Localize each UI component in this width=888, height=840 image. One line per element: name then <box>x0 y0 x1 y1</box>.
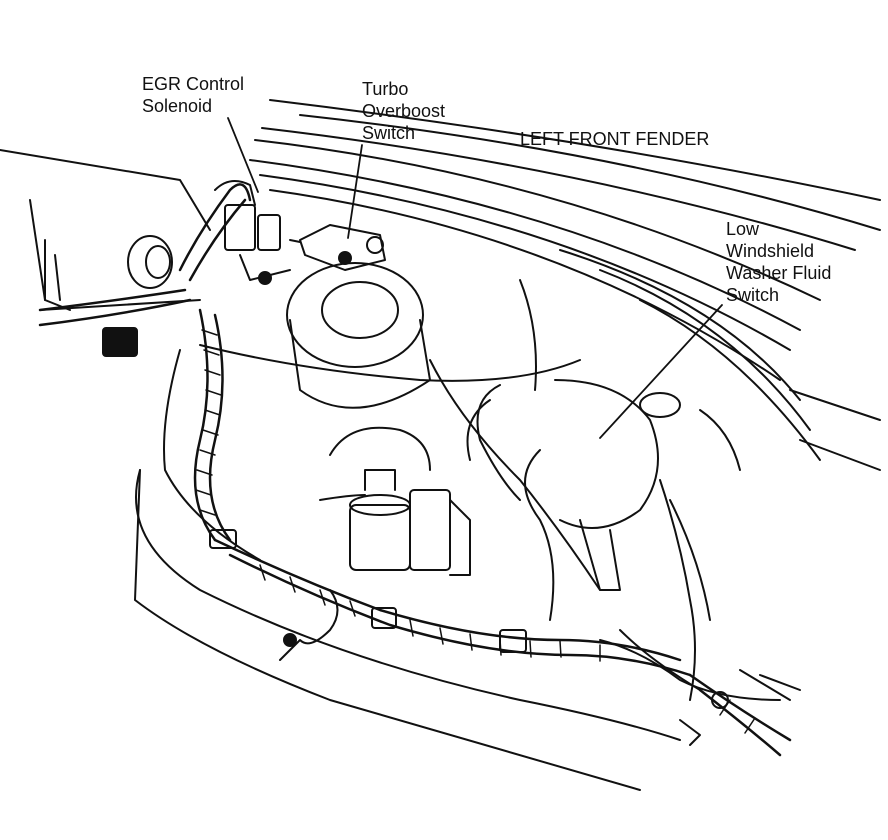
hose-clamps <box>209 529 527 653</box>
harness-connector <box>102 327 138 357</box>
ignition-coil <box>319 426 471 576</box>
turbo-overboost-switch <box>289 224 386 271</box>
turbo-label-line3: Switch <box>362 123 416 143</box>
egr-label-line2: Solenoid <box>142 96 213 116</box>
egr-label-line1: EGR Control <box>142 74 245 94</box>
air-intake <box>286 262 431 409</box>
fender-label: LEFT FRONT FENDER <box>520 129 710 149</box>
firewall-grommet <box>127 235 173 289</box>
cowl-panel <box>0 149 211 311</box>
washer-label-line4: Switch <box>726 285 780 305</box>
wiring-harness <box>38 183 792 757</box>
turbo-label-line1: Turbo <box>362 79 409 99</box>
ground-lead <box>279 589 339 661</box>
leader-lines <box>227 117 723 439</box>
hoses <box>466 279 711 701</box>
left-front-fender <box>249 99 881 471</box>
washer-reservoir <box>554 379 741 591</box>
egr-control-solenoid <box>214 180 291 285</box>
right-harness-cluster <box>599 629 801 746</box>
washer-label-line3: Washer Fluid <box>726 263 832 283</box>
turbo-label-line2: Overboost <box>362 101 446 121</box>
engine-compartment <box>134 344 681 791</box>
washer-label-line1: Low <box>726 219 760 239</box>
washer-label-line2: Windshield <box>726 241 815 261</box>
